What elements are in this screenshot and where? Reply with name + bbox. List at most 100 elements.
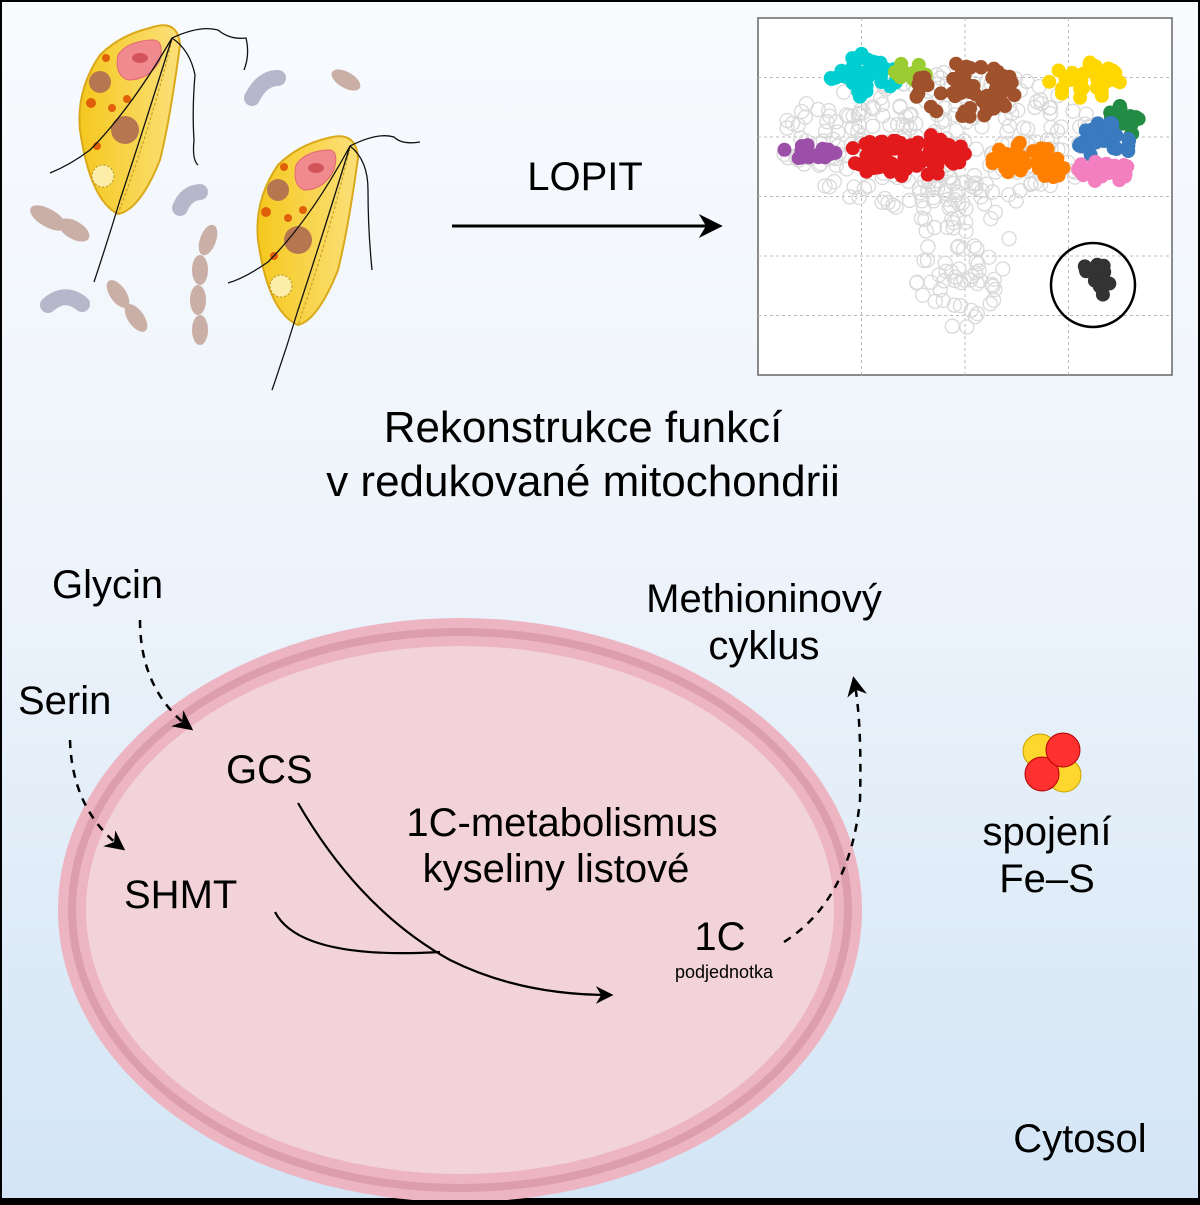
cluster-point-blue (1109, 142, 1124, 157)
background-point (941, 200, 957, 216)
background-point (851, 118, 868, 134)
background-point (916, 252, 932, 269)
background-point (841, 189, 858, 205)
background-point (779, 112, 795, 129)
cluster-point-cyan (852, 89, 867, 104)
background-point (937, 255, 953, 271)
cluster-point-orange (992, 142, 1007, 157)
background-point (949, 239, 966, 256)
highlight-circle (1049, 241, 1137, 329)
background-point (865, 99, 881, 115)
background-point (972, 272, 988, 289)
background-point (836, 84, 852, 100)
background-point (947, 272, 963, 289)
background-point (1042, 99, 1059, 116)
cluster-point-purple (791, 151, 806, 166)
background-point (865, 118, 881, 134)
cluster-point-red (923, 139, 938, 154)
cluster-point-brown (990, 90, 1005, 105)
cluster-point-yellow (1054, 86, 1069, 101)
background-point (973, 189, 989, 205)
center-label-line-2: kyseliny listové (423, 847, 690, 891)
gcs-label: GCS (226, 748, 313, 792)
cluster-point-red (865, 142, 880, 157)
background-point (912, 185, 928, 201)
cluster-point-orange (1012, 135, 1027, 150)
cluster-point-lime (894, 56, 909, 71)
background-point (932, 282, 948, 298)
cluster-point-pink (1071, 162, 1086, 177)
background-point (873, 90, 889, 106)
background-point (895, 117, 911, 133)
background-point (838, 107, 855, 123)
cluster-point-yellow (1098, 71, 1113, 86)
background-point (890, 116, 906, 133)
cluster-point-orange (1034, 162, 1049, 177)
cluster-point-brown (933, 86, 948, 101)
cluster-point-yellow (1042, 74, 1057, 89)
cluster-point-red (890, 163, 905, 178)
cluster-point-red (947, 145, 962, 160)
methionine-label-line-2: cyklus (708, 624, 819, 668)
cluster-point-cyan (845, 51, 860, 66)
background-point (951, 261, 967, 277)
glycin-to-gcs-arrow (138, 619, 194, 731)
cluster-point-brown (974, 60, 989, 75)
shmt-join-line (274, 911, 441, 955)
fes-label-line-2: Fe–S (999, 857, 1095, 901)
cluster-point-red (888, 133, 903, 148)
cluster-point-brown (956, 69, 971, 84)
background-point (976, 196, 993, 212)
cluster-point-orange (1034, 141, 1049, 156)
cluster-point-blue (1105, 118, 1120, 133)
background-point (936, 112, 953, 128)
cluster-point-green (1123, 109, 1138, 124)
background-point (958, 223, 974, 240)
cluster-point-brown (1007, 88, 1022, 103)
background-point (971, 263, 987, 279)
mitochondrion (58, 618, 862, 1202)
background-point (978, 176, 994, 192)
cluster-point-pink (1088, 154, 1103, 169)
background-point (946, 297, 963, 313)
cluster-point-cyan (875, 61, 890, 76)
background-point (820, 102, 837, 119)
cluster-point-brown (985, 70, 1000, 85)
title-line-2: v redukované mitochondrii (326, 457, 840, 506)
cluster-point-orange (1008, 147, 1023, 162)
pathway-arrows (68, 619, 867, 1004)
cluster-point-brown (909, 89, 924, 104)
serin-label: Serin (18, 679, 111, 723)
cluster-point-lime (911, 57, 926, 72)
shmt-label: SHMT (124, 873, 237, 917)
background-point (957, 214, 974, 230)
background-point (925, 189, 942, 206)
background-point (915, 287, 931, 303)
title-line-1: Rekonstrukce funkcí (384, 403, 783, 452)
lopit-label: LOPIT (527, 155, 643, 199)
background-point (954, 195, 971, 211)
cluster-point-blue (1074, 139, 1089, 154)
center-label-line-1: 1C-metabolismus (406, 801, 717, 845)
fe-s-cluster-icon (1022, 732, 1082, 793)
cluster-point-brown (968, 87, 983, 102)
cluster-point-brown (929, 104, 944, 119)
background-point (901, 192, 918, 209)
background-point (830, 124, 846, 140)
background-point (874, 194, 890, 210)
bacteria (30, 69, 361, 345)
cluster-point-brown (917, 70, 932, 85)
fes-label-line-1: spojení (983, 810, 1112, 854)
background-point (822, 108, 838, 124)
background-point (851, 189, 867, 206)
cluster-point-highlight (1095, 287, 1110, 302)
cluster-point-yellow (1051, 63, 1066, 78)
background-point (826, 173, 842, 190)
background-point (817, 123, 834, 139)
cluster-point-highlight (1079, 264, 1094, 279)
background-point (987, 281, 1003, 298)
mito-matrix (86, 646, 834, 1174)
background-point (943, 264, 959, 280)
cluster-point-blue (1085, 122, 1100, 137)
